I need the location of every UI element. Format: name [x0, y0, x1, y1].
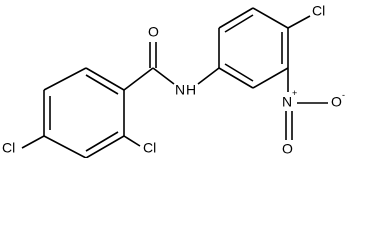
bond-c-cl-right [287, 15, 311, 29]
amide-nitrogen-label: N [175, 82, 185, 98]
bond [85, 67, 125, 91]
bond-c-cl-ortho [123, 135, 141, 147]
bond-inner-double [224, 63, 254, 82]
chlorine-right-label: Cl [312, 3, 325, 19]
carbonyl-oxygen-label: O [148, 24, 159, 40]
nitro-minus-charge: - [342, 90, 345, 100]
chloronitrophenyl-ring [218, 7, 289, 89]
bond-ring-carbonyl [123, 67, 154, 91]
bond [85, 135, 125, 158]
chemical-structure: Cl Cl O N H Cl N + O - O [2, 3, 345, 158]
bond [43, 67, 87, 91]
bond-inner-double [85, 131, 119, 152]
bond [43, 135, 87, 158]
bond [218, 67, 254, 89]
bond-c-cl-para [21, 135, 45, 149]
nitro-oxygen-label: O [331, 94, 342, 110]
nitro-plus-charge: + [292, 88, 297, 98]
amide-hydrogen-label: H [186, 82, 196, 98]
chlorine-ortho-label: Cl [143, 140, 156, 156]
bond [252, 67, 289, 89]
chlorine-para-label: Cl [2, 140, 15, 156]
nitro-nitrogen-label: N [282, 94, 292, 110]
bond-inner-double [224, 14, 254, 33]
bond [252, 7, 289, 29]
bond [218, 7, 254, 29]
bond-carbonyl-n [152, 67, 175, 85]
bond-n-ring [197, 67, 220, 85]
nitro-oxygen-label-2: O [282, 141, 293, 157]
dichlorophenyl-ring [43, 67, 125, 158]
bond-inner-double [85, 74, 119, 95]
